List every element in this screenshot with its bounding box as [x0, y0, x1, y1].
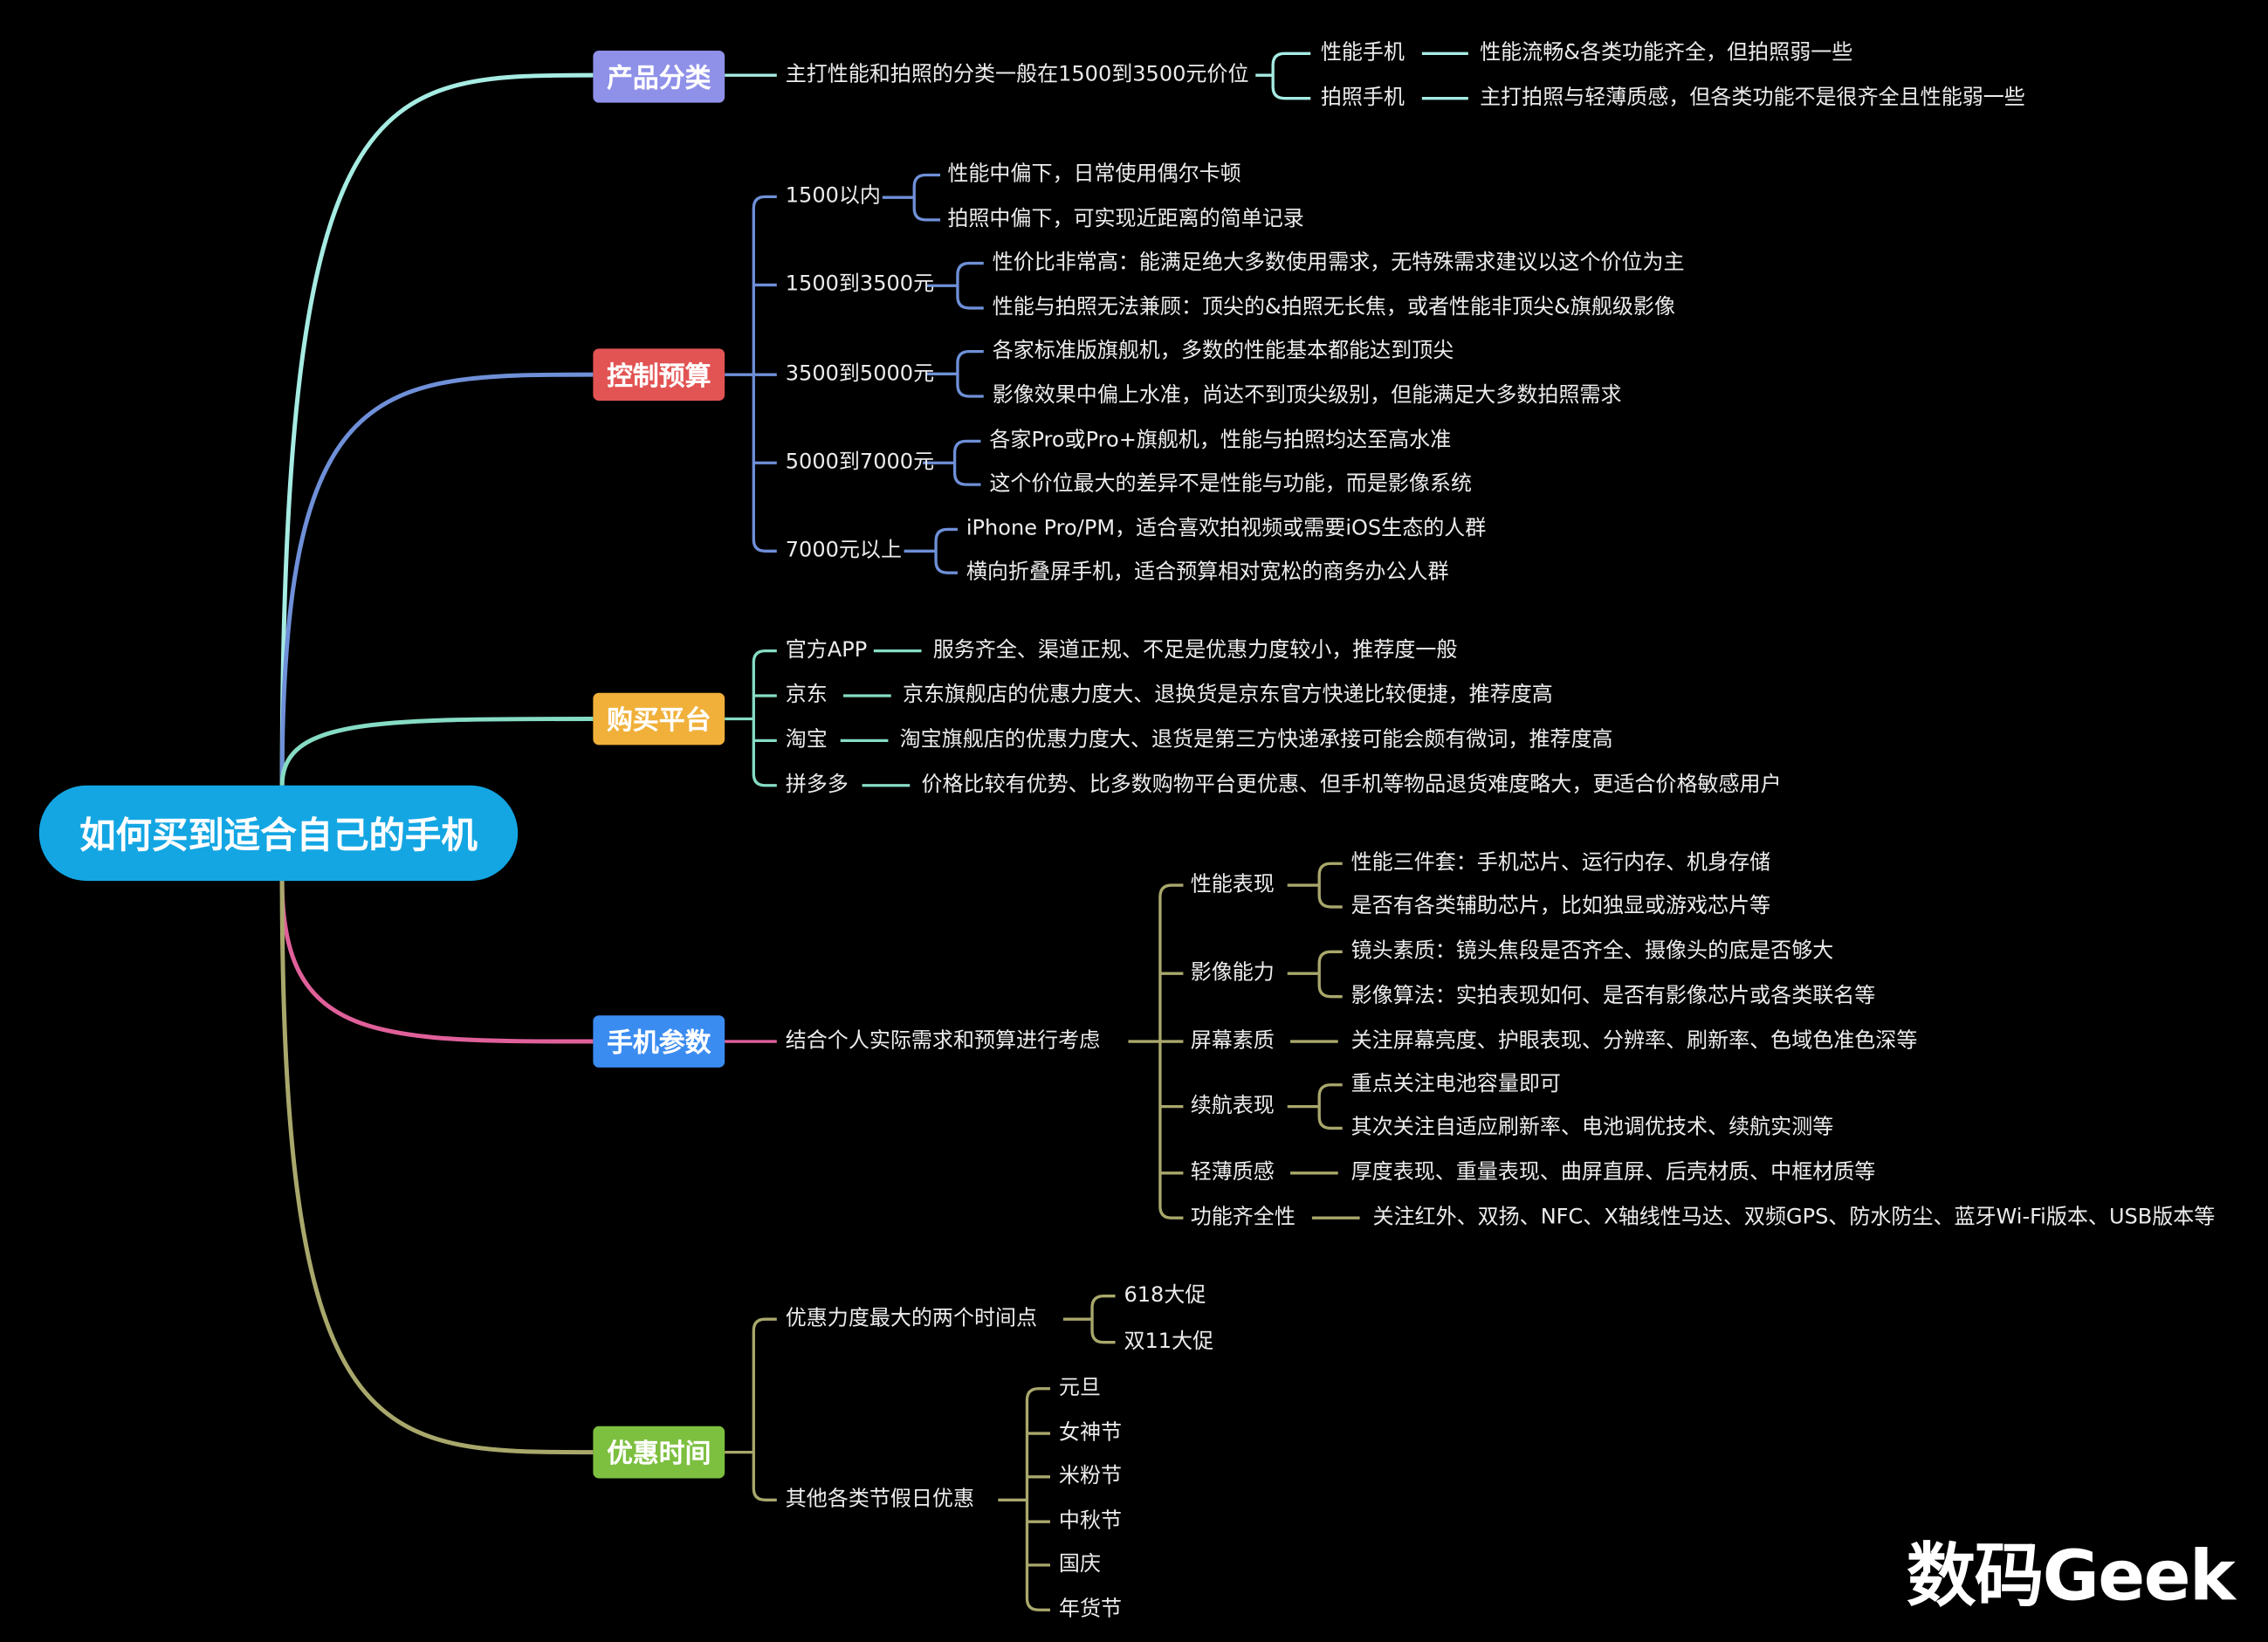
timing-item[interactable]: 中秋节: [1058, 1509, 1123, 1534]
params-item[interactable]: 轻薄质感: [1190, 1161, 1275, 1185]
timing-item[interactable]: 元旦: [1058, 1377, 1101, 1400]
budget-point[interactable]: 影像效果中偏上水准，尚达不到顶尖级别，但能满足大多数拍照需求: [992, 384, 1622, 408]
params-item[interactable]: 屏幕素质: [1190, 1029, 1275, 1053]
params-point[interactable]: 镜头素质：镜头焦段是否齐全、摄像头的底是否够大: [1350, 939, 1834, 964]
category-summary[interactable]: 主打性能和拍照的分类一般在1500到3500元价位: [785, 63, 1249, 87]
platform-item[interactable]: 官方APP: [785, 638, 868, 663]
node-category[interactable]: 产品分类: [593, 50, 725, 103]
platform-item[interactable]: 淘宝: [785, 728, 828, 752]
budget-range[interactable]: 7000元以上: [785, 539, 902, 563]
bracket-line: [1025, 1387, 1050, 1611]
node-timing[interactable]: 优惠时间: [593, 1426, 725, 1479]
platform-desc[interactable]: 淘宝旗舰店的优惠力度大、退货是第三方快递承接可能会颇有微词，推荐度高: [899, 728, 1613, 752]
params-point[interactable]: 影像算法：实拍表现如何、是否有影像芯片或各类联名等: [1350, 985, 1876, 1008]
params-item[interactable]: 功能齐全性: [1190, 1206, 1296, 1230]
params-point[interactable]: 关注红外、双扬、NFC、X轴线性马达、双频GPS、防水防尘、蓝牙Wi-Fi版本、…: [1372, 1206, 2216, 1230]
timing-item[interactable]: 双11大促: [1124, 1330, 1214, 1354]
budget-point[interactable]: iPhone Pro/PM，适合喜欢拍视频或需要iOS生态的人群: [966, 517, 1487, 541]
budget-range[interactable]: 1500到3500元: [785, 272, 935, 297]
timing-item[interactable]: 国庆: [1058, 1553, 1101, 1577]
watermark: 数码Geek: [1906, 1536, 2236, 1618]
params-item[interactable]: 影像能力: [1190, 961, 1275, 986]
node-params[interactable]: 手机参数: [593, 1015, 725, 1068]
params-item[interactable]: 性能表现: [1190, 873, 1275, 897]
params-point[interactable]: 厚度表现、重量表现、曲屏直屏、后壳材质、中框材质等: [1350, 1161, 1876, 1185]
platform-item[interactable]: 拼多多: [785, 773, 849, 797]
bracket-line: [1271, 52, 1311, 100]
bracket-line: [1317, 1083, 1343, 1130]
budget-point[interactable]: 性能中偏下，日常使用偶尔卡顿: [947, 162, 1241, 187]
main-branch-curve: [279, 72, 594, 786]
platform-item[interactable]: 京东: [785, 684, 828, 707]
main-branch-curve: [279, 881, 594, 1455]
budget-point[interactable]: 性能与拍照无法兼顾：顶尖的&拍照无长焦，或者性能非顶尖&旗舰级影像: [992, 296, 1676, 319]
platform-desc[interactable]: 京东旗舰店的优惠力度大、退换货是京东官方快递比较便捷，推荐度高: [902, 684, 1553, 707]
timing-group[interactable]: 其他各类节假日优惠: [785, 1487, 974, 1512]
bracket-line: [752, 1317, 777, 1501]
timing-item[interactable]: 米粉节: [1058, 1465, 1123, 1488]
bracket-line: [1158, 883, 1184, 1219]
budget-point[interactable]: 这个价位最大的差异不是性能与功能，而是影像系统: [989, 472, 1472, 496]
budget-point[interactable]: 各家标准版旗舰机，多数的性能基本都能达到顶尖: [992, 339, 1454, 363]
budget-point[interactable]: 横向折叠屏手机，适合预算相对宽松的商务办公人群: [966, 560, 1449, 585]
bracket-line: [956, 349, 984, 398]
budget-point[interactable]: 各家Pro或Pro+旗舰机，性能与拍照均达至高水准: [989, 429, 1452, 453]
params-point[interactable]: 重点关注电池容量即可: [1350, 1073, 1561, 1096]
category-item[interactable]: 拍照手机: [1320, 86, 1405, 110]
main-branch-curve: [279, 717, 594, 786]
budget-range[interactable]: 5000到7000元: [785, 450, 935, 475]
bracket-line: [1317, 862, 1343, 909]
budget-point[interactable]: 性价比非常高：能满足绝大多数使用需求，无特殊需求建议以这个价位为主: [992, 251, 1685, 275]
budget-range[interactable]: 3500到5000元: [785, 362, 935, 387]
category-desc[interactable]: 性能流畅&各类功能齐全，但拍照弱一些: [1480, 41, 1853, 65]
params-summary[interactable]: 结合个人实际需求和预算进行考虑: [785, 1029, 1101, 1053]
timing-item[interactable]: 女神节: [1058, 1421, 1123, 1445]
params-point[interactable]: 其次关注自适应刷新率、电池调优技术、续航实测等: [1350, 1116, 1834, 1140]
platform-desc[interactable]: 价格比较有优势、比多数购物平台更优惠、但手机等物品退货难度略大，更适合价格敏感用…: [921, 773, 1782, 797]
category-desc[interactable]: 主打拍照与轻薄质感，但各类功能不是很齐全且性能弱一些: [1480, 86, 2025, 110]
platform-desc[interactable]: 服务齐全、渠道正规、不足是优惠力度较小，推荐度一般: [932, 638, 1458, 663]
node-budget[interactable]: 控制预算: [593, 348, 725, 401]
bracket-line: [752, 649, 777, 787]
category-item[interactable]: 性能手机: [1320, 41, 1405, 65]
node-platform[interactable]: 购买平台: [593, 692, 725, 745]
bracket-line: [1317, 950, 1343, 999]
main-branch-curve: [279, 881, 594, 1044]
root-node[interactable]: 如何买到适合自己的手机: [38, 785, 519, 882]
bracket-line: [956, 261, 984, 310]
bracket-line: [912, 173, 941, 222]
main-branch-curve: [279, 372, 594, 786]
params-point[interactable]: 性能三件套：手机芯片、运行内存、机身存储: [1350, 851, 1771, 876]
params-point[interactable]: 关注屏幕亮度、护眼表现、分辨率、刷新率、色域色准色深等: [1350, 1029, 1918, 1053]
timing-group[interactable]: 优惠力度最大的两个时间点: [785, 1307, 1038, 1331]
params-point[interactable]: 是否有各类辅助芯片，比如独显或游戏芯片等: [1350, 895, 1771, 918]
bracket-line: [1090, 1295, 1116, 1344]
timing-item[interactable]: 618大促: [1124, 1284, 1206, 1308]
timing-item[interactable]: 年货节: [1058, 1597, 1123, 1622]
params-item[interactable]: 续航表现: [1190, 1094, 1275, 1118]
bracket-line: [952, 439, 981, 486]
budget-range[interactable]: 1500以内: [785, 184, 881, 209]
bracket-line: [934, 527, 958, 574]
budget-point[interactable]: 拍照中偏下，可实现近距离的简单记录: [947, 208, 1304, 231]
